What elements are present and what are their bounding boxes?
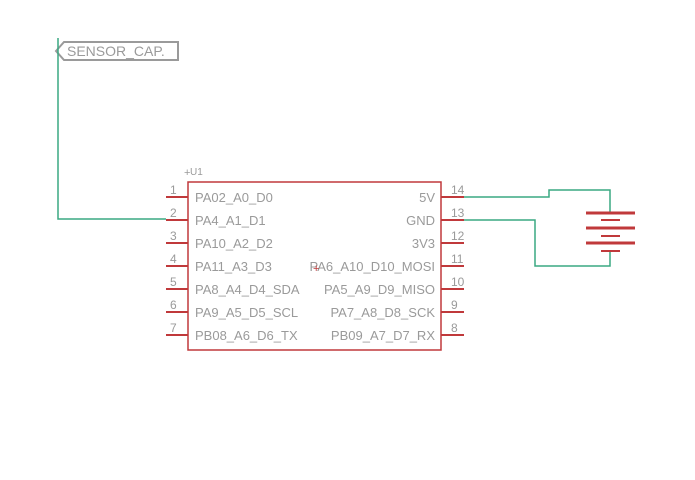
pin-number: 5 — [170, 275, 177, 289]
wire-gnd-to-battery[interactable] — [464, 219, 611, 267]
component-ref-label: U1 — [190, 167, 203, 178]
pin-name: PA11_A3_D3 — [195, 259, 272, 274]
pin-name: PA10_A2_D2 — [195, 236, 273, 251]
pin-number: 11 — [451, 252, 464, 266]
pin-name: PA9_A5_D5_SCL — [195, 305, 298, 320]
pin-name: GND — [406, 213, 435, 228]
pin-number: 3 — [170, 229, 177, 243]
pin-name: PA02_A0_D0 — [195, 190, 273, 205]
pin-number: 1 — [170, 183, 177, 197]
wire-5v-to-battery[interactable] — [464, 189, 611, 213]
pin-number: 10 — [451, 275, 465, 289]
pin-number: 7 — [170, 321, 177, 335]
net-label-flag — [54, 41, 179, 61]
pin-name: PA6_A10_D10_MOSI — [310, 259, 436, 274]
pin-number: 14 — [451, 183, 465, 197]
pin-number: 13 — [451, 206, 465, 220]
pin-name: PA7_A8_D8_SCK — [330, 305, 435, 320]
battery-symbol[interactable] — [586, 211, 635, 252]
pin-number: 8 — [451, 321, 458, 335]
pin-origin-marker: + — [313, 263, 319, 275]
pin-name: PA4_A1_D1 — [195, 213, 266, 228]
pin-name: PA5_A9_D9_MISO — [324, 282, 435, 297]
pin-number: 9 — [451, 298, 458, 312]
pin-number: 2 — [170, 206, 177, 220]
pin-name: 3V3 — [412, 236, 435, 251]
net-label-sensor-cap[interactable]: SENSOR_CAP. — [54, 41, 179, 61]
pin-right[interactable]: 12 3V3 — [412, 229, 465, 251]
pin-name: PB08_A6_D6_TX — [195, 328, 298, 343]
component-origin-marker: + — [184, 167, 190, 179]
pin-right[interactable]: 14 5V — [419, 183, 465, 205]
pin-number: 6 — [170, 298, 177, 312]
pin-number: 4 — [170, 252, 177, 266]
net-label-text: SENSOR_CAP. — [67, 43, 165, 59]
pin-name: 5V — [419, 190, 435, 205]
wire-sensor-cap[interactable] — [57, 38, 166, 220]
pin-name: PB09_A7_D7_RX — [331, 328, 435, 343]
pin-name: PA8_A4_D4_SDA — [195, 282, 300, 297]
pin-number: 12 — [451, 229, 465, 243]
